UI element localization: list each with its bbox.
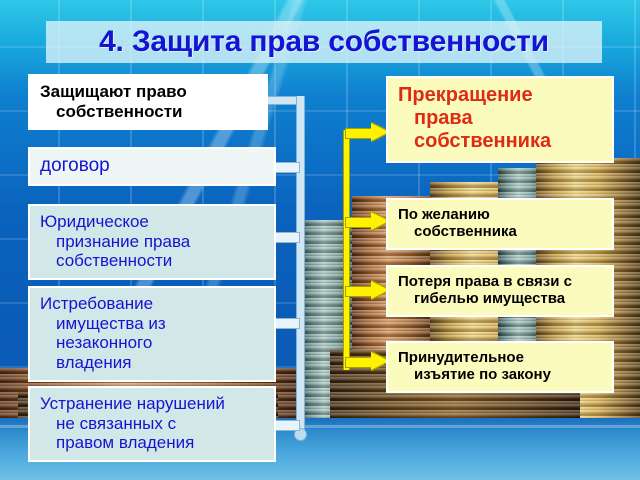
box-line: имущества из xyxy=(56,313,166,333)
left-item-legal-recognition[interactable]: Юридическое признание права собственност… xyxy=(28,204,276,281)
right-arrow-1 xyxy=(345,123,389,141)
arrow-shaft xyxy=(345,128,372,139)
left-connector-horizontal xyxy=(268,96,302,105)
box-line: Прекращение xyxy=(398,84,533,106)
arrow-shaft xyxy=(345,217,372,228)
box-line: Истребование xyxy=(40,294,154,313)
arrow-shaft xyxy=(269,420,300,431)
box-line: Принудительное xyxy=(398,349,524,366)
box-line: договор xyxy=(40,155,110,176)
box-line: признание права xyxy=(56,231,191,251)
right-arrow-2 xyxy=(345,212,389,230)
arrow-head-right-icon xyxy=(371,212,389,230)
box-line: гибелью имущества xyxy=(414,290,566,308)
arrow-head-right-icon xyxy=(371,352,389,370)
left-heading-box[interactable]: Защищают право собственности xyxy=(28,74,268,131)
left-item-remove-violations[interactable]: Устранение нарушений не связанных с прав… xyxy=(28,386,276,463)
left-item-reclaim-property[interactable]: Истребование имущества из незаконного вл… xyxy=(28,286,276,382)
right-heading-box[interactable]: Прекращение права собственника xyxy=(386,76,614,163)
background-floor-highlight xyxy=(0,425,640,428)
title-backdrop xyxy=(46,21,602,63)
right-item-loss-of-right[interactable]: Потеря права в связи с гибелью имущества xyxy=(386,265,614,317)
box-line: Защищают право xyxy=(40,82,187,101)
arrow-head-right-icon xyxy=(371,281,389,299)
box-line: изъятие по закону xyxy=(414,366,551,384)
arrow-shaft xyxy=(345,357,372,368)
box-line: собственности xyxy=(56,101,183,121)
box-line: собственности xyxy=(56,251,173,271)
box-line: незаконного xyxy=(56,333,153,353)
box-line: По желанию xyxy=(398,206,490,223)
arrow-shaft xyxy=(269,162,300,173)
right-connector-vertical xyxy=(343,130,350,370)
left-connector-vertical xyxy=(296,96,305,434)
box-line: Устранение нарушений xyxy=(40,394,225,413)
box-line: собственника xyxy=(414,223,517,241)
arrow-shaft xyxy=(345,286,372,297)
arrow-shaft xyxy=(269,318,300,329)
arrow-shaft xyxy=(269,232,300,243)
left-item-dogovor[interactable]: договор xyxy=(28,147,276,187)
left-connector-endpoint xyxy=(294,428,307,441)
right-arrow-3 xyxy=(345,281,389,299)
box-line: правом владения xyxy=(56,433,195,453)
right-item-by-owner-wish[interactable]: По желанию собственника xyxy=(386,198,614,250)
box-line: права xyxy=(414,107,473,130)
box-line: владения xyxy=(56,353,132,373)
page-title: 4. Защита прав собственности xyxy=(99,25,549,58)
right-item-forced-seizure[interactable]: Принудительное изъятие по закону xyxy=(386,341,614,393)
box-line: собственника xyxy=(414,130,552,153)
box-line: Потеря права в связи с xyxy=(398,273,572,290)
arrow-head-right-icon xyxy=(371,123,389,141)
right-arrow-4 xyxy=(345,352,389,370)
box-line: не связанных с xyxy=(56,413,177,433)
box-line: Юридическое xyxy=(40,212,149,231)
